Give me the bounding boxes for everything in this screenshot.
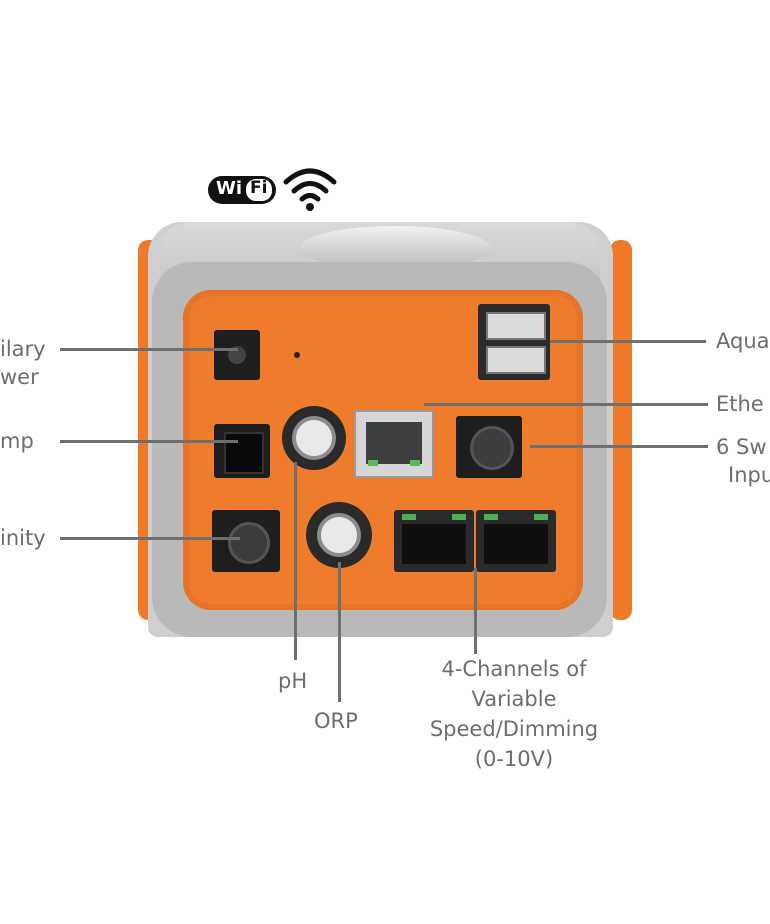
pump-port[interactable] [214, 424, 270, 478]
wifi-signal-icon [283, 168, 337, 211]
salinity-port[interactable] [212, 510, 280, 572]
callout-line-aux-power [60, 348, 238, 351]
variable-speed-port-1[interactable] [394, 510, 474, 572]
callout-line-ph [294, 462, 297, 660]
label-aqua: Aqua [716, 329, 770, 353]
callout-line-orp [338, 562, 341, 702]
label-salinity: inity [0, 526, 46, 550]
status-led [294, 352, 300, 358]
usb-ports[interactable] [478, 304, 550, 380]
callout-line-switch-inputs [530, 445, 708, 448]
ph-bnc-connector[interactable] [282, 406, 346, 470]
label-switch-inputs-1: 6 Sw [716, 435, 767, 459]
callout-line-salinity [60, 537, 240, 540]
callout-line-aqua [550, 340, 706, 343]
callout-line-pump [60, 440, 238, 443]
label-channels-1: 4-Channels of [441, 657, 587, 681]
wifi-badge-fi [246, 179, 272, 201]
aux-power-jack[interactable] [214, 330, 260, 380]
label-channels-3: Speed/Dimming [429, 717, 599, 741]
label-ph: pH [278, 669, 308, 693]
variable-speed-port-2[interactable] [476, 510, 556, 572]
label-orp: ORP [314, 709, 358, 733]
label-channels-2: Variable [471, 687, 557, 711]
label-aux-power-1: ilary [0, 337, 46, 361]
side-bumper-right [610, 240, 632, 620]
label-pump: mp [0, 429, 34, 453]
callout-line-ethernet [424, 403, 708, 406]
ethernet-port[interactable] [354, 410, 434, 478]
label-ethernet: Ethe [716, 392, 764, 416]
label-switch-inputs-2: Inpu [728, 463, 770, 487]
wifi-badge-fi-text: Fi [250, 178, 268, 198]
label-aux-power-2: wer [0, 365, 39, 389]
callout-line-channels [474, 568, 477, 654]
orp-bnc-connector[interactable] [306, 502, 372, 568]
switch-inputs-port[interactable] [456, 416, 522, 478]
wifi-badge: Wi Fi [208, 176, 276, 204]
label-channels-4: (0-10V) [474, 747, 554, 771]
wifi-badge-wi: Wi [216, 178, 243, 199]
